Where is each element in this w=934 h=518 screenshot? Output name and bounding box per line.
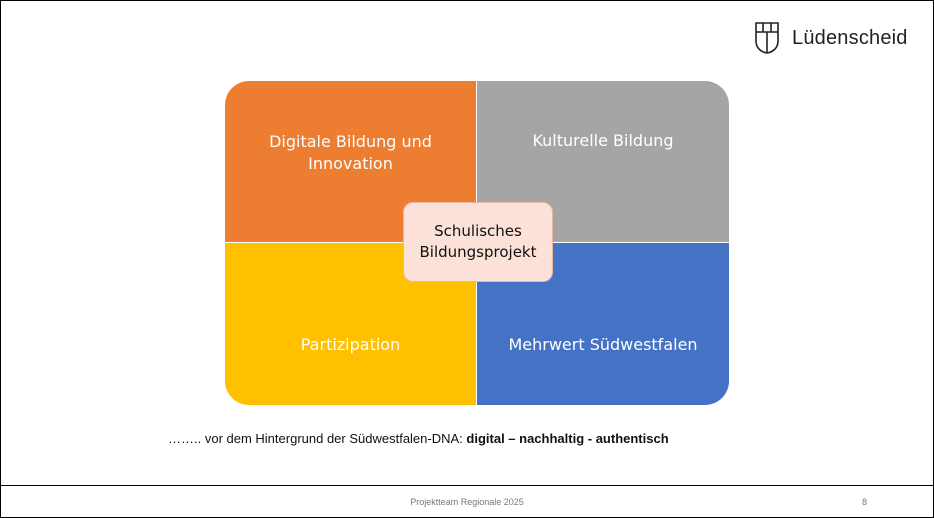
quadrant-label: Digitale Bildung und Innovation bbox=[269, 131, 432, 173]
footer-text: Projektteam Regionale 2025 bbox=[410, 497, 524, 507]
quadrant-diagram: Digitale Bildung und Innovation Kulturel… bbox=[225, 81, 729, 405]
center-box: Schulisches Bildungsprojekt bbox=[403, 202, 553, 282]
center-line-2: Bildungsprojekt bbox=[419, 243, 537, 261]
city-crest-icon bbox=[755, 22, 779, 54]
city-logo: Lüdenscheid bbox=[754, 21, 908, 55]
page-number: 8 bbox=[862, 497, 868, 507]
center-line-1: Schulisches bbox=[434, 222, 522, 240]
footer-divider bbox=[1, 485, 933, 486]
caption-emphasis: digital – nachhaltig - authentisch bbox=[466, 431, 669, 446]
quadrant-label: Mehrwert Südwestfalen bbox=[508, 335, 698, 354]
quadrant-label: Partizipation bbox=[300, 335, 401, 354]
quadrant-digital-education: Digitale Bildung und Innovation bbox=[225, 81, 477, 243]
slide-caption: …….. vor dem Hintergrund der Südwestfale… bbox=[168, 431, 669, 446]
logo-text: Lüdenscheid bbox=[792, 26, 908, 49]
caption-prefix: …….. vor dem Hintergrund der Südwestfale… bbox=[168, 431, 467, 446]
quadrant-label: Kulturelle Bildung bbox=[532, 130, 674, 150]
